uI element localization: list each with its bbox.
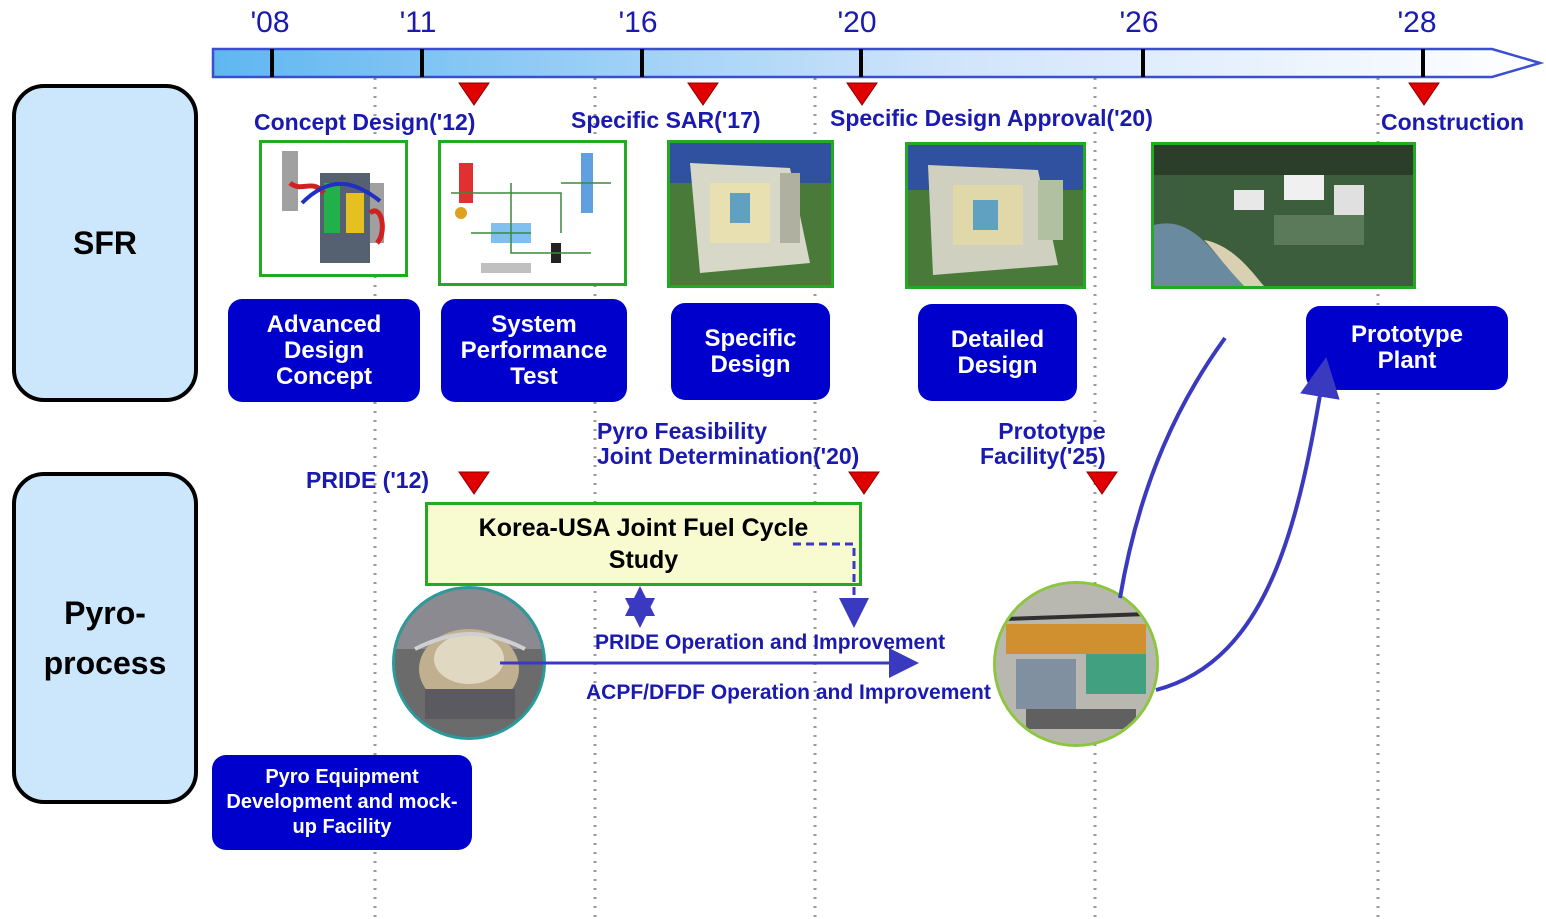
- study-dashed-link: [793, 542, 869, 628]
- timeline-arrow: [211, 47, 1545, 79]
- milestone-design-approval: Specific Design Approval('20): [830, 105, 1153, 131]
- milestone-marker-approval: [846, 82, 878, 106]
- year-label-16: '16: [618, 6, 658, 39]
- milestone-pyro-feasibility: Pyro Feasibility Joint Determination('20…: [597, 418, 860, 469]
- milestone-marker-feasibility: [848, 471, 880, 495]
- detailed-design-image: [905, 142, 1086, 289]
- pride-operation-label: PRIDE Operation and Improvement: [595, 631, 946, 654]
- year-label-20: '20: [837, 6, 877, 39]
- milestone-marker-sar: [687, 82, 719, 106]
- year-label-28: '28: [1397, 6, 1437, 39]
- milestone-construction: Construction: [1381, 109, 1525, 135]
- prototype-facility-image: [993, 581, 1159, 747]
- year-label-26: '26: [1119, 6, 1159, 39]
- facility-to-plant-arrow: [1155, 357, 1340, 692]
- pride-facility-image: [392, 586, 546, 740]
- milestone-specific-sar: Specific SAR('17): [571, 107, 761, 133]
- year-label-11: '11: [399, 6, 437, 39]
- milestone-marker-pride: [458, 471, 490, 495]
- milestone-marker-construction: [1408, 82, 1440, 106]
- year-label-08: '08: [250, 6, 290, 39]
- milestone-prototype-facility: Prototype Facility('25): [980, 418, 1106, 469]
- system-performance-test-image: [438, 140, 627, 286]
- korea-usa-joint-study-box: Korea-USA Joint Fuel Cycle Study: [425, 502, 862, 586]
- specific-design-image: [667, 140, 834, 288]
- prototype-plant-aerial-image: [1151, 142, 1416, 289]
- milestone-concept-design: Concept Design('12): [254, 109, 476, 135]
- facility-to-plant-curve: [1118, 336, 1227, 599]
- stage-advanced-design-concept: Advanced Design Concept: [228, 299, 420, 402]
- pyro-equipment-box: Pyro Equipment Development and mock- up …: [212, 755, 472, 850]
- stage-prototype-plant: Prototype Plant: [1306, 306, 1508, 390]
- milestone-marker-concept: [458, 82, 490, 106]
- stage-system-performance-test: System Performance Test: [441, 299, 627, 402]
- stage-detailed-design: Detailed Design: [918, 304, 1077, 401]
- stage-specific-design: Specific Design: [671, 303, 830, 400]
- row-label-sfr: SFR: [12, 84, 198, 402]
- advanced-design-image: [259, 140, 408, 277]
- milestone-marker-prototype-facility: [1086, 471, 1118, 495]
- acpf-operation-label: ACPF/DFDF Operation and Improvement: [586, 681, 991, 704]
- milestone-pride: PRIDE ('12): [306, 467, 430, 493]
- row-label-pyroprocess: Pyro- process: [12, 472, 198, 804]
